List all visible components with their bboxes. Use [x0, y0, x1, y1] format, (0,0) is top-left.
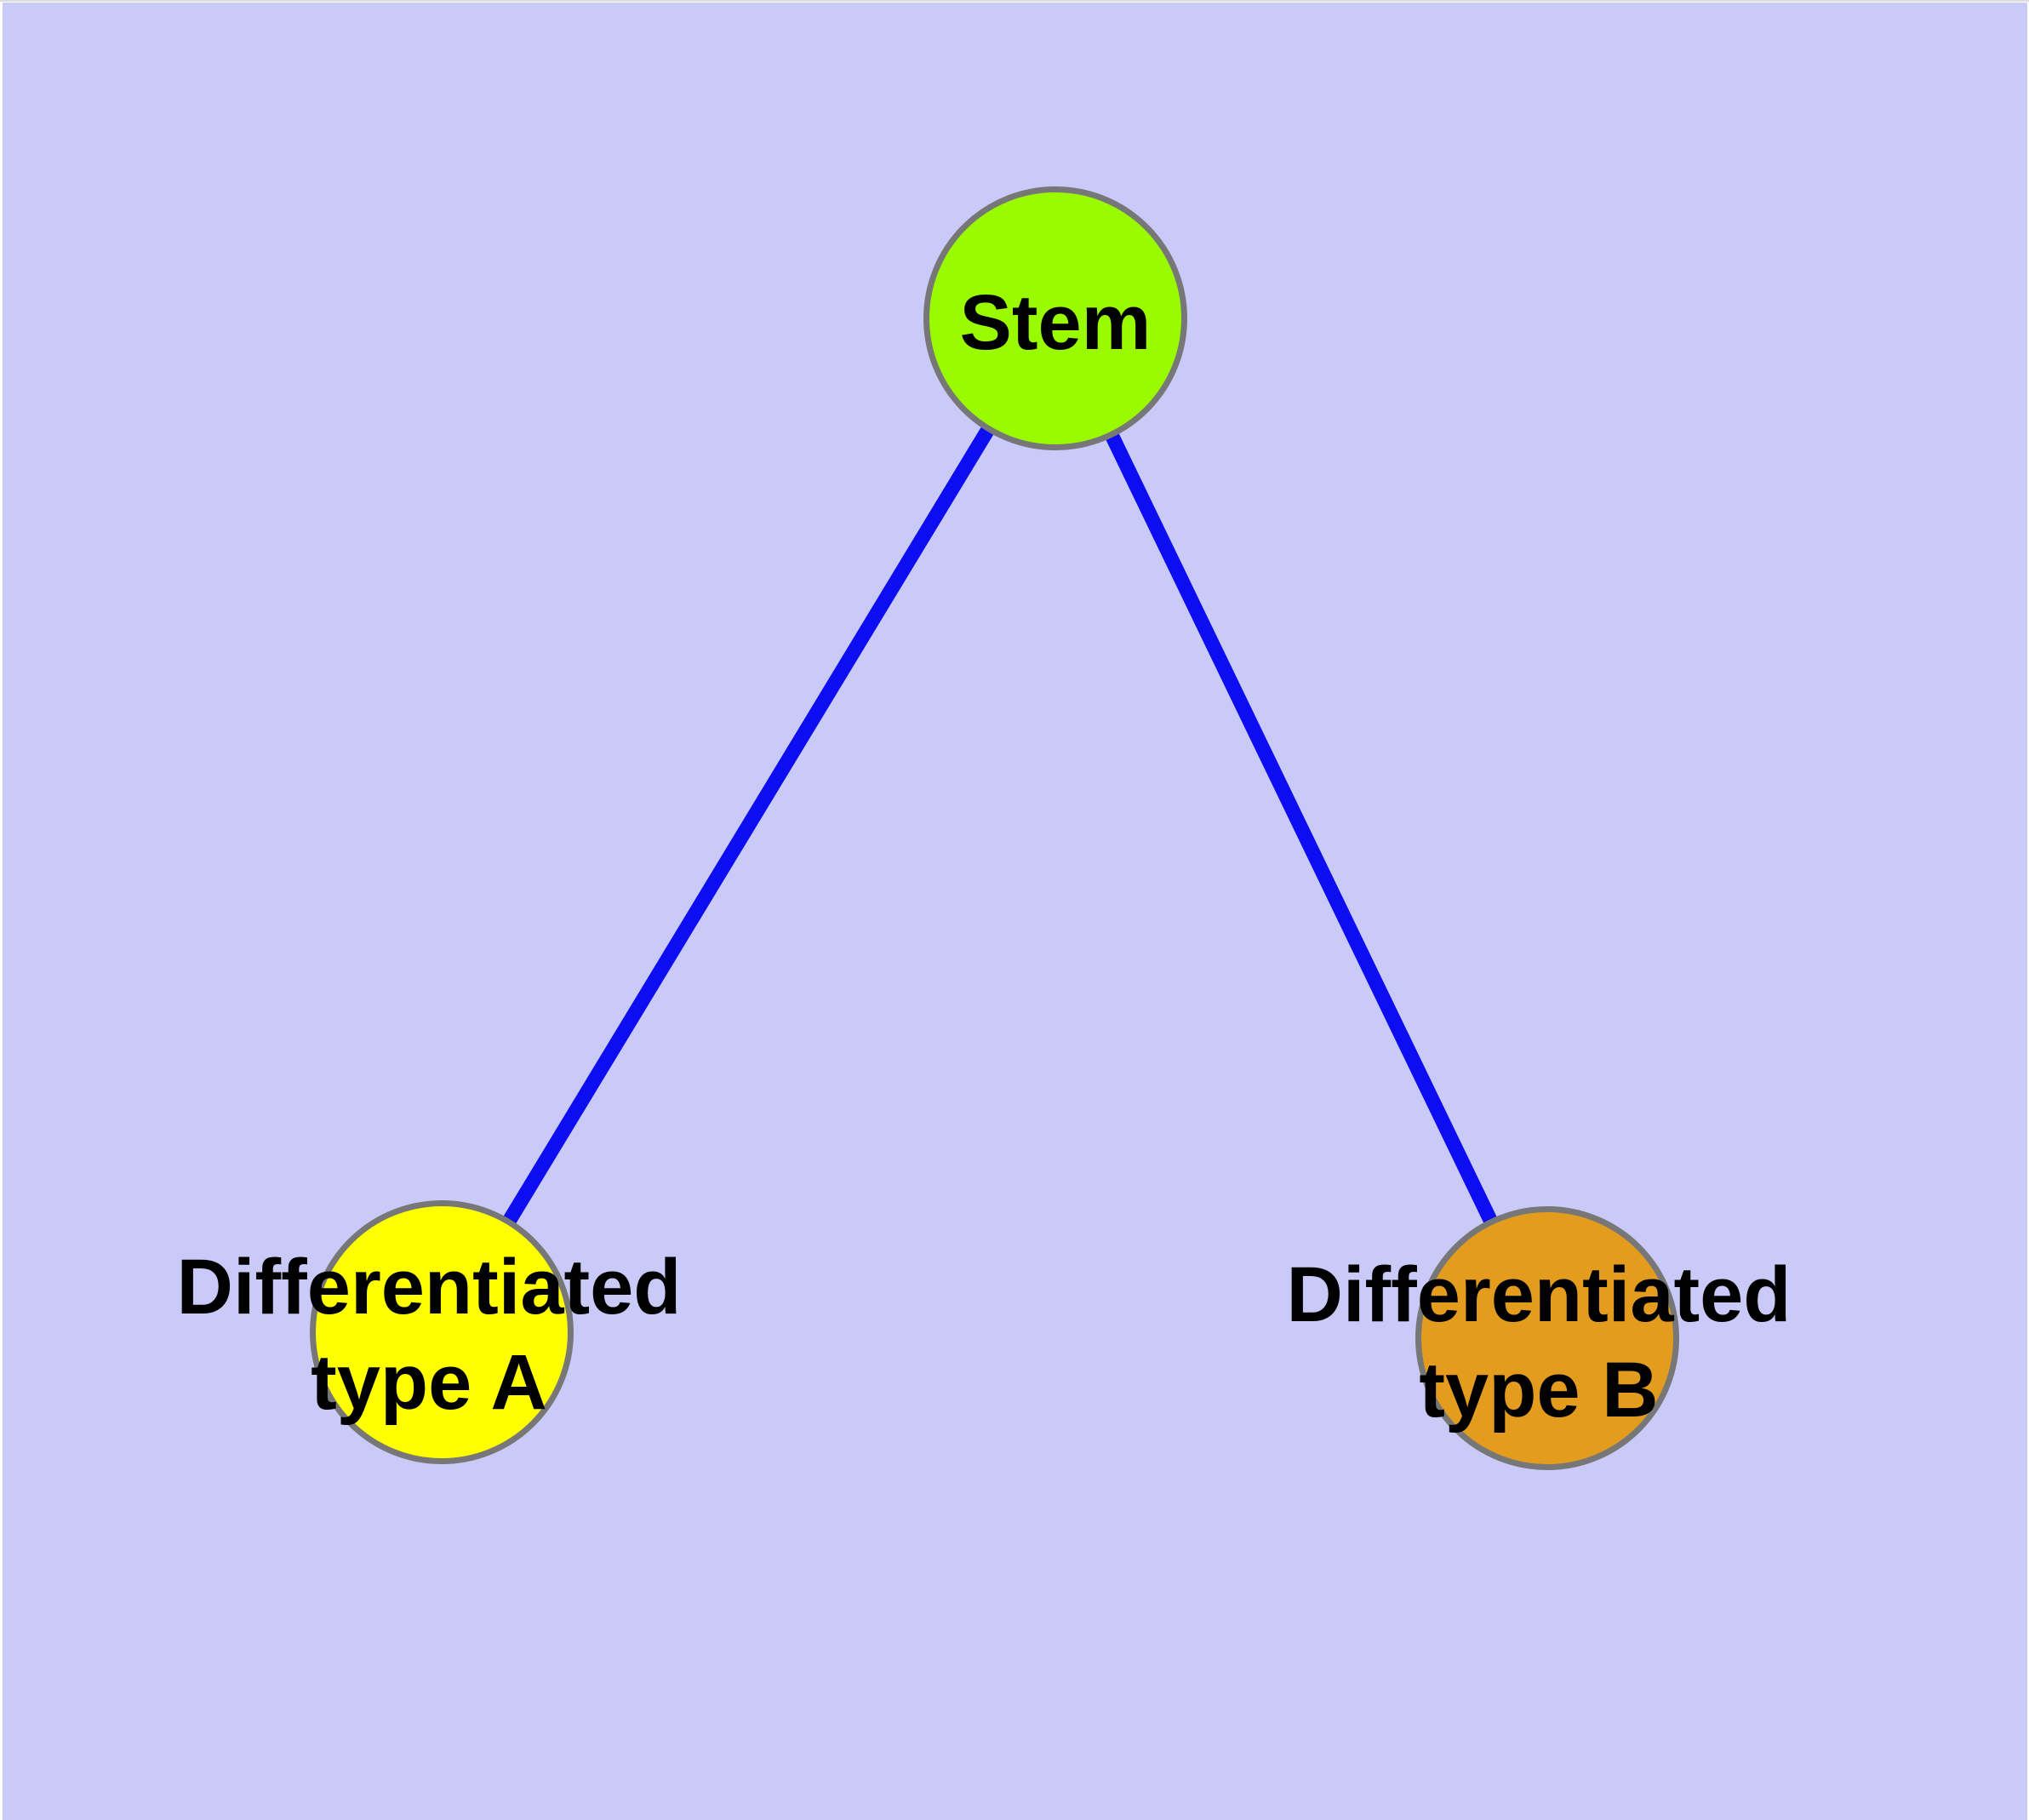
node-differentiated-type-a [310, 1200, 574, 1464]
node-differentiated-type-b-label-line2: type B [1419, 1347, 1658, 1434]
node-differentiated-type-a-label-line2: type A [311, 1339, 547, 1426]
node-differentiated-type-b [1415, 1206, 1679, 1470]
node-stem-label: Stem [960, 279, 1152, 366]
edge-stem-to-type-b [1049, 315, 1554, 1342]
node-stem [923, 186, 1187, 450]
window-top-hairline [0, 0, 2029, 2]
edge-stem-to-type-a [435, 314, 1062, 1336]
node-differentiated-type-a-label-line1: Differentiated [177, 1244, 682, 1331]
node-differentiated-type-b-label-line1: Differentiated [1287, 1251, 1792, 1338]
